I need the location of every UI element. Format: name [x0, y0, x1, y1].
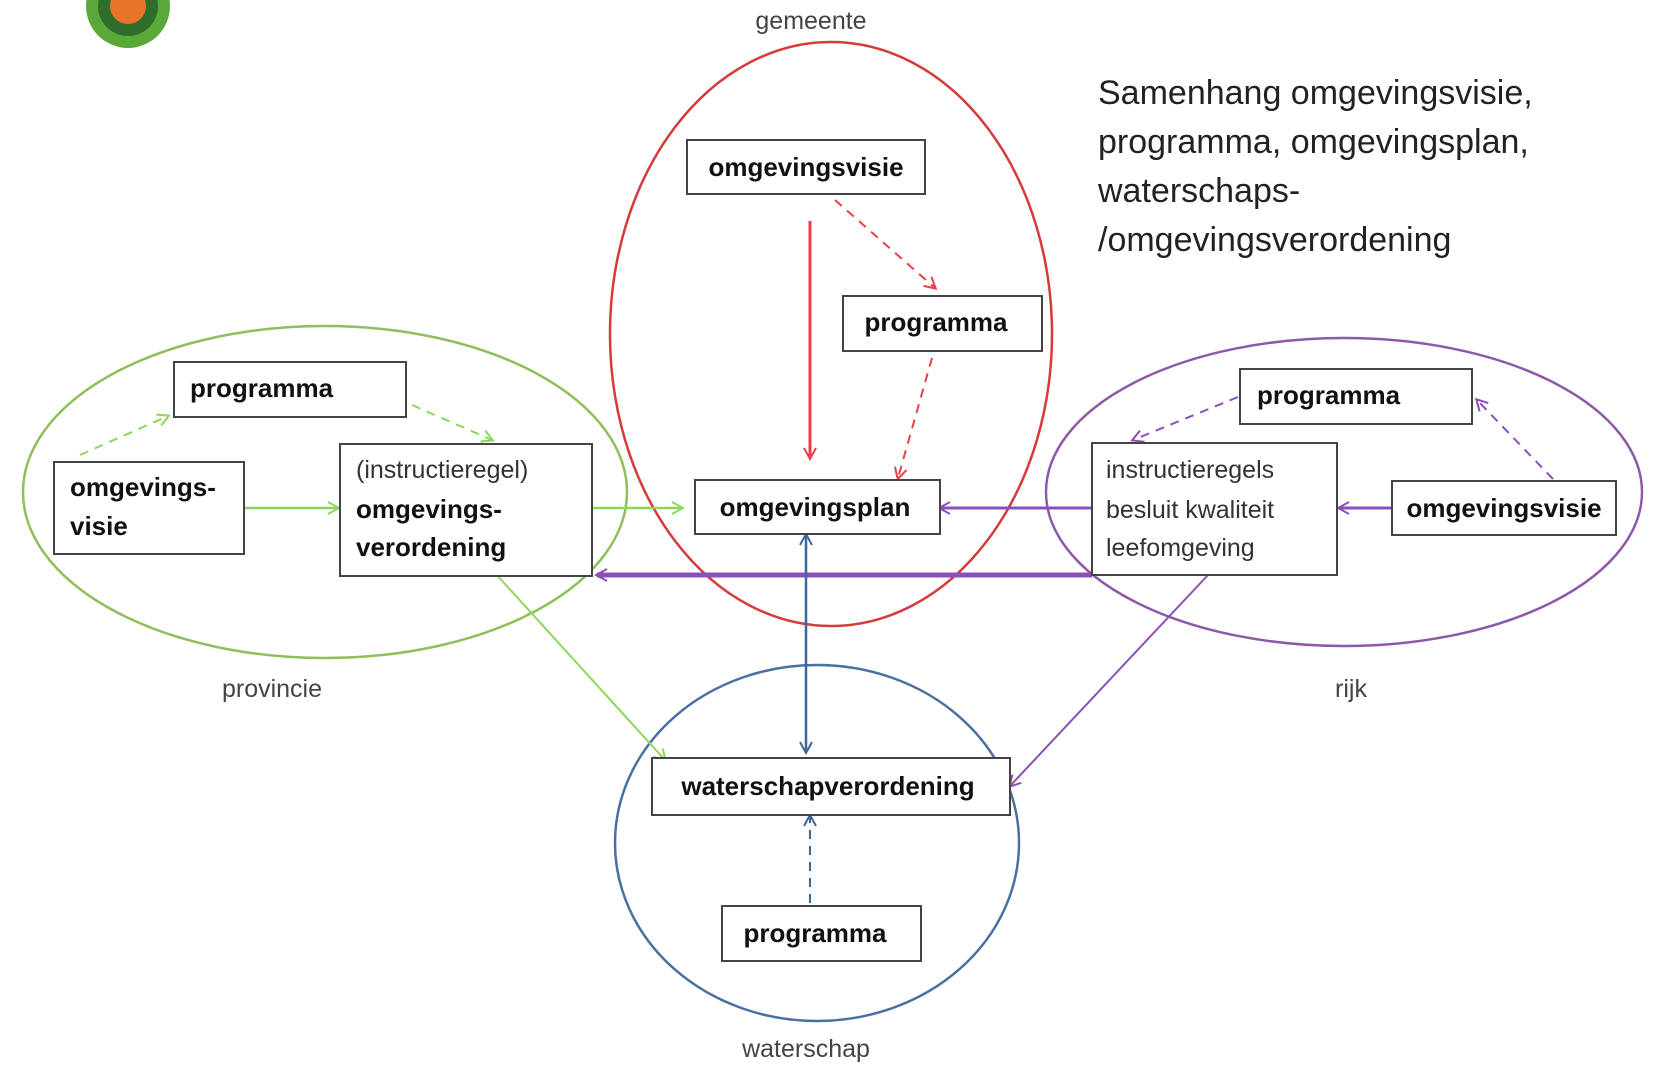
- box-rijk-omgevingsvisie: omgevingsvisie: [1391, 480, 1617, 536]
- box-provincie-omgevingsvisie: omgevings- visie: [53, 461, 245, 555]
- box-label: omgevingsvisie: [708, 152, 903, 182]
- waterschap-ellipse: [613, 663, 1021, 1023]
- box-label-line-3: verordening: [356, 532, 506, 562]
- box-label-line-1: instructieregels: [1106, 456, 1274, 484]
- arrow-gemeente-programma-to-plan: [898, 357, 933, 478]
- arrow-gemeente-visie-to-programma: [834, 199, 935, 288]
- box-label-line-1: omgevings-: [70, 472, 216, 502]
- arrow-provincie-verordening-to-waterschap: [494, 572, 665, 760]
- arrow-rijk-instructieregels-to-waterschap: [1010, 574, 1209, 786]
- box-label: programma: [190, 373, 334, 403]
- gemeente-ellipse: [608, 40, 1054, 628]
- box-gemeente-omgevingsvisie: omgevingsvisie: [686, 139, 926, 195]
- box-label-line-1: (instructieregel): [356, 456, 528, 484]
- box-label-line-2: omgevings-: [356, 494, 502, 524]
- group-label-waterschap: waterschap: [741, 1035, 870, 1063]
- box-label: programma: [864, 307, 1008, 337]
- box-label: programma: [1257, 380, 1401, 410]
- group-label-provincie: provincie: [222, 675, 322, 703]
- rijk-ellipse: [1044, 336, 1644, 648]
- box-label: omgevingsplan: [720, 492, 911, 522]
- box-label: omgevingsvisie: [1406, 493, 1601, 523]
- arrow-rijk-visie-to-programma: [1477, 400, 1554, 480]
- box-label-line-2: besluit kwaliteit: [1106, 496, 1274, 524]
- arrow-provincie-programma-to-verordening: [411, 404, 492, 440]
- box-provincie-programma: programma: [173, 361, 407, 418]
- box-label: waterschapverordening: [680, 771, 974, 801]
- diagram-title: Samenhang omgevingsvisie, programma, omg…: [1097, 74, 1533, 259]
- box-rijk-programma: programma: [1239, 368, 1473, 425]
- box-rijk-instructieregels: instructieregels besluit kwaliteit leefo…: [1091, 442, 1338, 576]
- box-gemeente-programma: programma: [842, 295, 1043, 352]
- group-label-gemeente: gemeente: [755, 7, 866, 35]
- title-line-2: programma, omgevingsplan,: [1098, 123, 1529, 161]
- arrow-provincie-visie-to-programma: [79, 416, 168, 456]
- box-waterschap-programma: programma: [721, 905, 922, 962]
- box-label: programma: [743, 918, 887, 948]
- title-line-4: /omgevingsverordening: [1098, 221, 1451, 259]
- box-label-line-2: visie: [70, 511, 128, 541]
- box-gemeente-omgevingsplan: omgevingsplan: [694, 479, 941, 535]
- box-provincie-omgevingsverordening: (instructieregel) omgevings- verordening: [339, 443, 593, 577]
- logo-icon: [86, 0, 170, 48]
- title-line-3: waterschaps-: [1097, 172, 1300, 210]
- box-label-line-3: leefomgeving: [1106, 534, 1255, 562]
- arrow-rijk-programma-to-instructieregels: [1133, 396, 1239, 440]
- title-line-1: Samenhang omgevingsvisie,: [1098, 74, 1533, 112]
- group-label-rijk: rijk: [1335, 675, 1367, 703]
- provincie-ellipse: [21, 324, 629, 660]
- box-waterschap-verordening: waterschapverordening: [651, 757, 1011, 816]
